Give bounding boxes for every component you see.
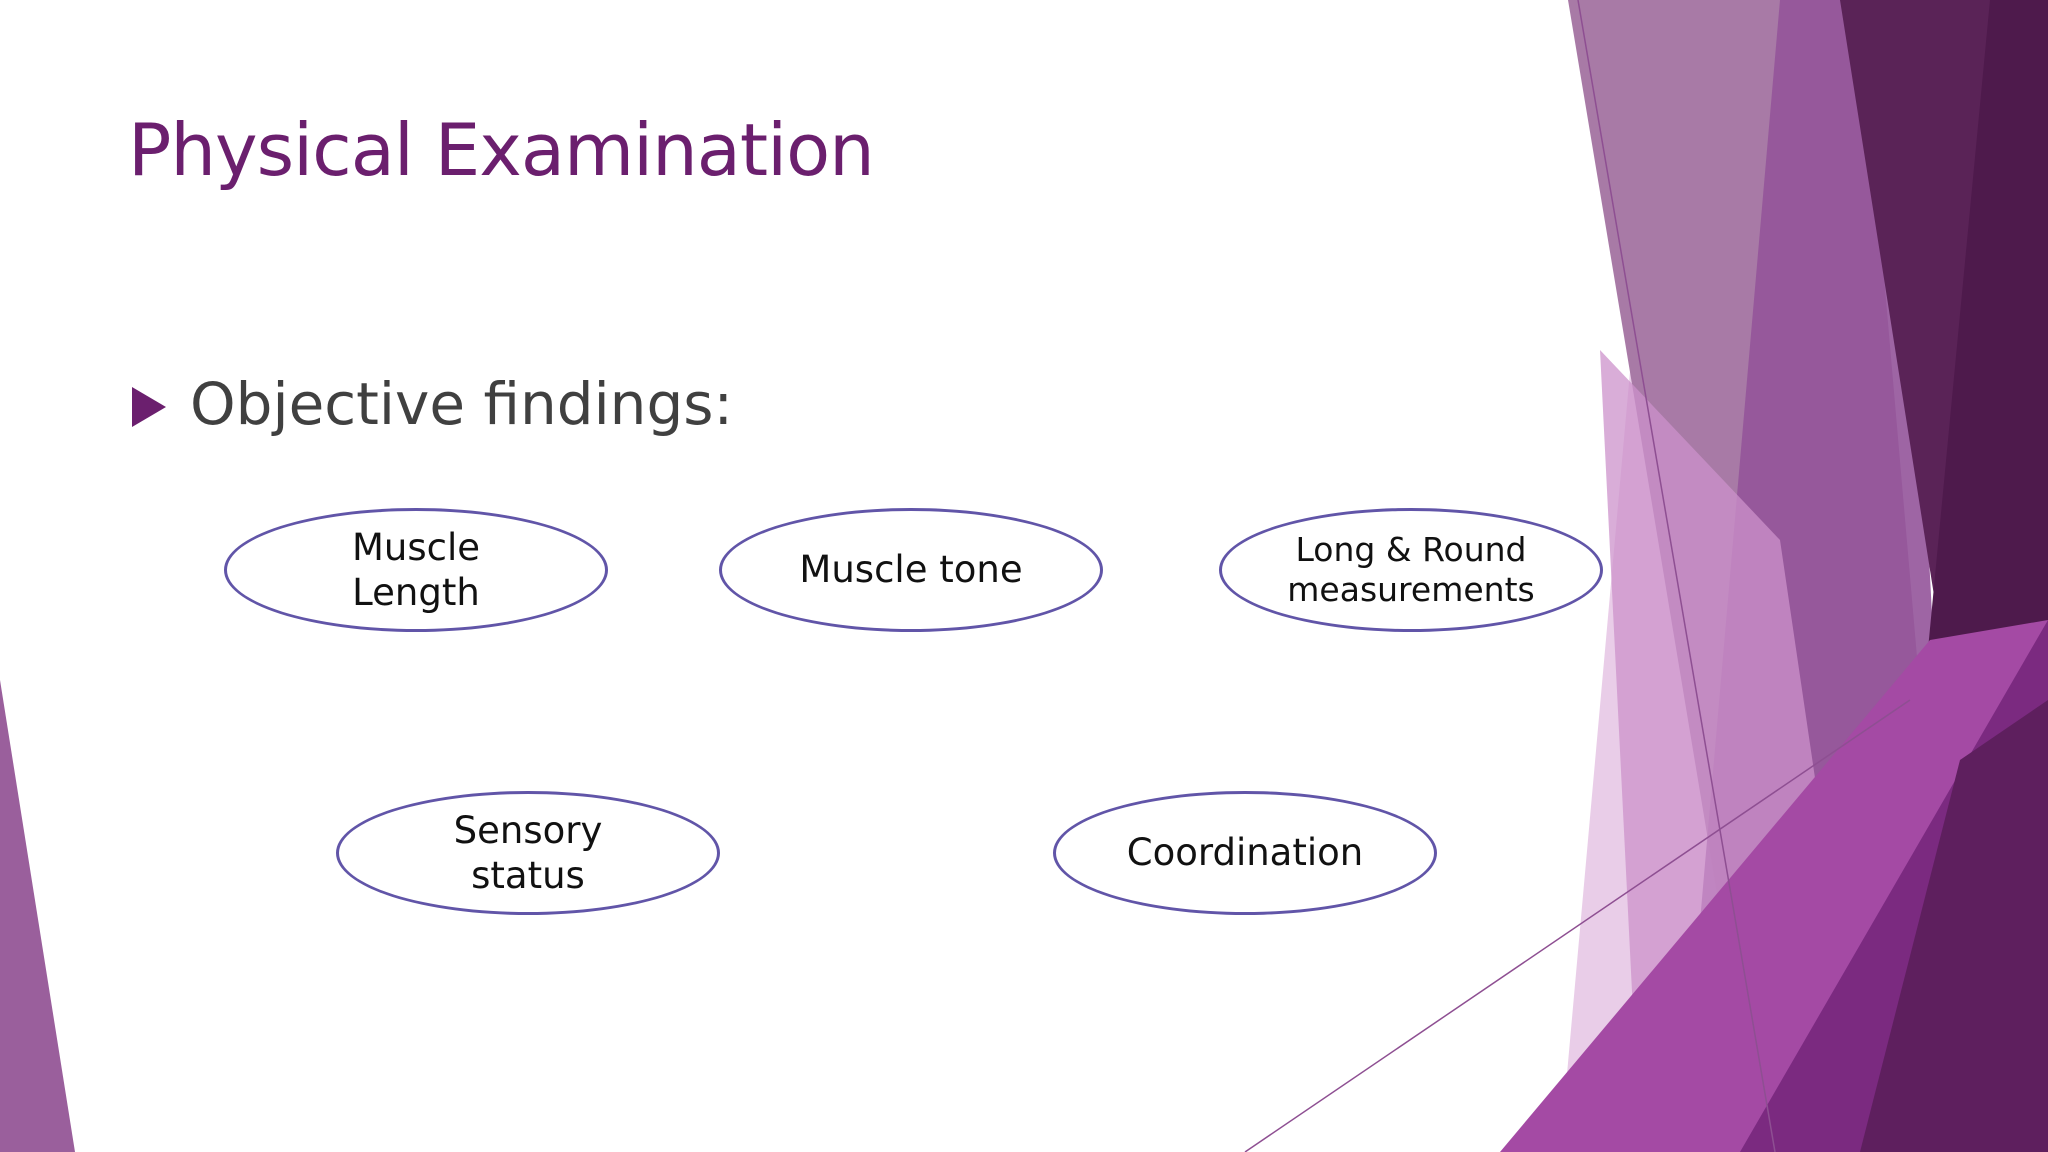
finding-label-line: Length bbox=[352, 571, 480, 614]
finding-label-line: Muscle tone bbox=[799, 548, 1023, 592]
decor-line-vertical bbox=[1577, 0, 1776, 1152]
finding-long-round-measurements: Long & Round measurements bbox=[1219, 508, 1603, 632]
finding-label-line: Coordination bbox=[1126, 831, 1364, 875]
finding-coordination: Coordination bbox=[1053, 791, 1437, 915]
finding-muscle-tone: Muscle tone bbox=[719, 508, 1103, 632]
finding-label-line: status bbox=[471, 854, 585, 897]
triangle-bullet-icon bbox=[132, 387, 166, 427]
bullet-text: Objective findings: bbox=[190, 370, 734, 438]
finding-label-line: Muscle bbox=[351, 525, 481, 569]
right-shape-shadow bbox=[1860, 700, 2048, 1152]
left-wedge-shape bbox=[0, 680, 75, 1152]
finding-label-line: measurements bbox=[1287, 570, 1535, 609]
finding-muscle-length: Muscle Length bbox=[224, 508, 608, 632]
bullet-item: Objective findings: bbox=[132, 370, 733, 438]
finding-label-line: Sensory bbox=[453, 808, 603, 852]
decor-line-diagonal bbox=[1244, 699, 1911, 1152]
slide-title: Physical Examination bbox=[128, 108, 875, 192]
finding-sensory-status: Sensory status bbox=[336, 791, 720, 915]
finding-label-line: Long & Round bbox=[1295, 529, 1527, 569]
